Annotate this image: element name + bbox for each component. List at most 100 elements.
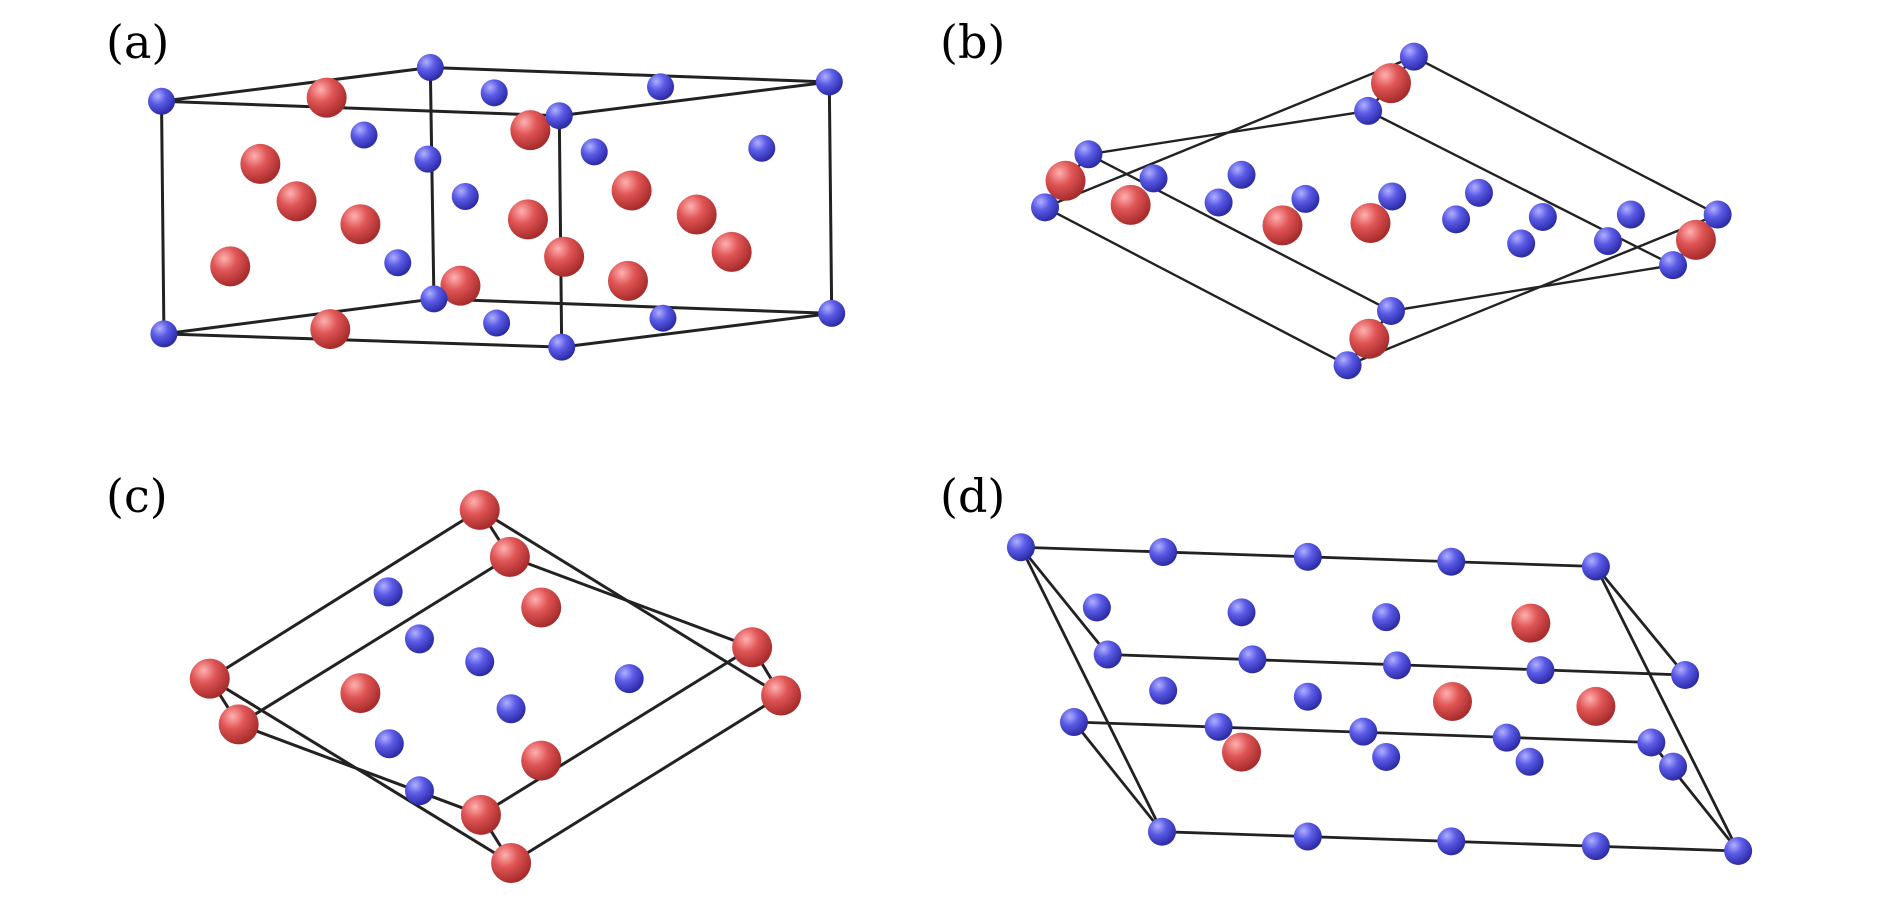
panel-b-blue-atom — [1291, 184, 1320, 213]
panel-a-blue-atom — [420, 285, 448, 313]
panel-b-blue-atom — [1399, 42, 1428, 71]
panel-b-red-atom — [1045, 160, 1086, 201]
panel-a-red-atom — [310, 309, 351, 350]
panel-c-cell-edge — [208, 508, 482, 681]
panel-a-blue-atom — [818, 299, 846, 327]
panel-a-cell-edge — [560, 311, 834, 349]
panel-c-blue-atom — [373, 577, 403, 607]
panel-a-red-atom — [544, 236, 585, 277]
panel-c-red-atom — [761, 675, 802, 716]
panel-d-cell-edge — [1594, 565, 1740, 853]
panel-c-cell-edge — [509, 693, 783, 865]
panel-b-red-atom — [1675, 219, 1716, 260]
panel-a-red-atom — [276, 181, 317, 222]
panel-c-blue-atom — [614, 664, 644, 694]
panel-c-red-atom — [459, 489, 500, 530]
panel-c-cell-edge — [508, 555, 754, 649]
panel-a-red-atom — [607, 260, 648, 301]
panel-a-cell-edge — [160, 66, 432, 103]
panel-d-blue-atom — [1515, 747, 1544, 776]
panel-c-red-atom — [340, 673, 381, 714]
panel-a-cell-edge — [162, 332, 564, 349]
panel-b-blue-atom — [1616, 200, 1645, 229]
panel-b-cell-edge — [1366, 109, 1675, 267]
panel-label-a: (a) — [106, 15, 169, 69]
panel-d-blue-atom — [1238, 645, 1267, 674]
panel-c-blue-atom — [404, 776, 434, 806]
panel-d-blue-atom — [1093, 640, 1122, 669]
panel-a-blue-atom — [649, 304, 677, 332]
panel-c-blue-atom — [496, 694, 526, 724]
panel-d-blue-atom — [1006, 533, 1035, 562]
panel-c-blue-atom — [465, 647, 495, 677]
panel-d-red-atom — [1576, 686, 1616, 726]
panel-a-red-atom — [676, 194, 717, 235]
panel-a-blue-atom — [748, 134, 776, 162]
panel-c-cell-edge — [479, 645, 754, 817]
panel-a-cell-edge — [557, 80, 831, 118]
panel-b-blue-atom — [1333, 351, 1362, 380]
panel-b-blue-atom — [1227, 160, 1256, 189]
panel-a-blue-atom — [480, 79, 508, 107]
panel-c-red-atom — [732, 627, 773, 668]
panel-c-blue-atom — [374, 729, 404, 759]
panel-b-blue-atom — [1659, 251, 1688, 280]
panel-d-blue-atom — [1372, 603, 1401, 632]
panel-d-blue-atom — [1293, 682, 1322, 711]
panel-a-cell-edge — [432, 297, 834, 315]
panel-d-blue-atom — [1581, 832, 1610, 861]
panel-d-blue-atom — [1437, 827, 1466, 856]
panel-b-blue-atom — [1528, 202, 1557, 231]
panel-d-blue-atom — [1526, 656, 1555, 685]
panel-b-blue-atom — [1464, 178, 1493, 207]
panel-b-cell-edge — [1087, 109, 1370, 156]
panel-d-red-atom — [1222, 732, 1262, 772]
panel-c-structure — [189, 489, 802, 884]
panel-d-red-atom — [1511, 603, 1551, 643]
panel-label-d: (d) — [940, 469, 1005, 523]
panel-d-blue-atom — [1147, 817, 1176, 846]
panel-d-cell-edge — [1019, 545, 1164, 834]
panel-b-red-atom — [1262, 205, 1303, 246]
panel-b-blue-atom — [1354, 96, 1383, 125]
panel-c-blue-atom — [404, 624, 434, 654]
panel-b-cell-edge — [1087, 153, 1393, 313]
panel-a-blue-atom — [414, 145, 442, 173]
panel-b-structure — [1031, 42, 1732, 380]
panel-d-blue-atom — [1659, 752, 1688, 781]
panel-a-blue-atom — [647, 73, 675, 101]
panel-label-b: (b) — [940, 15, 1005, 69]
panel-a-blue-atom — [451, 182, 479, 210]
panel-b-red-atom — [1350, 202, 1391, 243]
panel-c-red-atom — [521, 740, 562, 781]
panel-a-red-atom — [611, 170, 652, 211]
panel-d-blue-atom — [1581, 552, 1610, 581]
panel-d-blue-atom — [1293, 822, 1322, 851]
panel-d-blue-atom — [1082, 593, 1111, 622]
panel-d-blue-atom — [1059, 708, 1088, 737]
panel-a-cell-edge — [557, 114, 564, 349]
panel-b-cell-edge — [1412, 55, 1719, 216]
panel-a-blue-atom — [350, 121, 378, 149]
panel-a-red-atom — [510, 110, 551, 151]
panel-a-red-atom — [507, 199, 548, 240]
panel-b-red-atom — [1349, 318, 1390, 359]
panel-d-blue-atom — [1149, 538, 1178, 567]
panel-a-red-atom — [240, 143, 281, 184]
panel-d-structure — [1006, 533, 1753, 865]
panel-a-blue-atom — [815, 68, 843, 96]
panel-d-cell-edge — [1019, 545, 1110, 656]
panel-d-blue-atom — [1227, 598, 1256, 627]
panel-d-cell-edge — [1072, 720, 1164, 834]
panel-a-blue-atom — [483, 309, 511, 337]
panel-b-cell-edge — [1389, 263, 1675, 313]
panel-d-blue-atom — [1724, 836, 1753, 865]
panel-a-cell-edge — [428, 66, 831, 84]
panel-c-red-atom — [521, 587, 562, 628]
panel-d-blue-atom — [1204, 712, 1233, 741]
panel-a-blue-atom — [150, 320, 178, 348]
panel-b-blue-atom — [1139, 164, 1168, 193]
panel-d-blue-atom — [1149, 676, 1178, 705]
panel-c-red-atom — [218, 704, 259, 745]
